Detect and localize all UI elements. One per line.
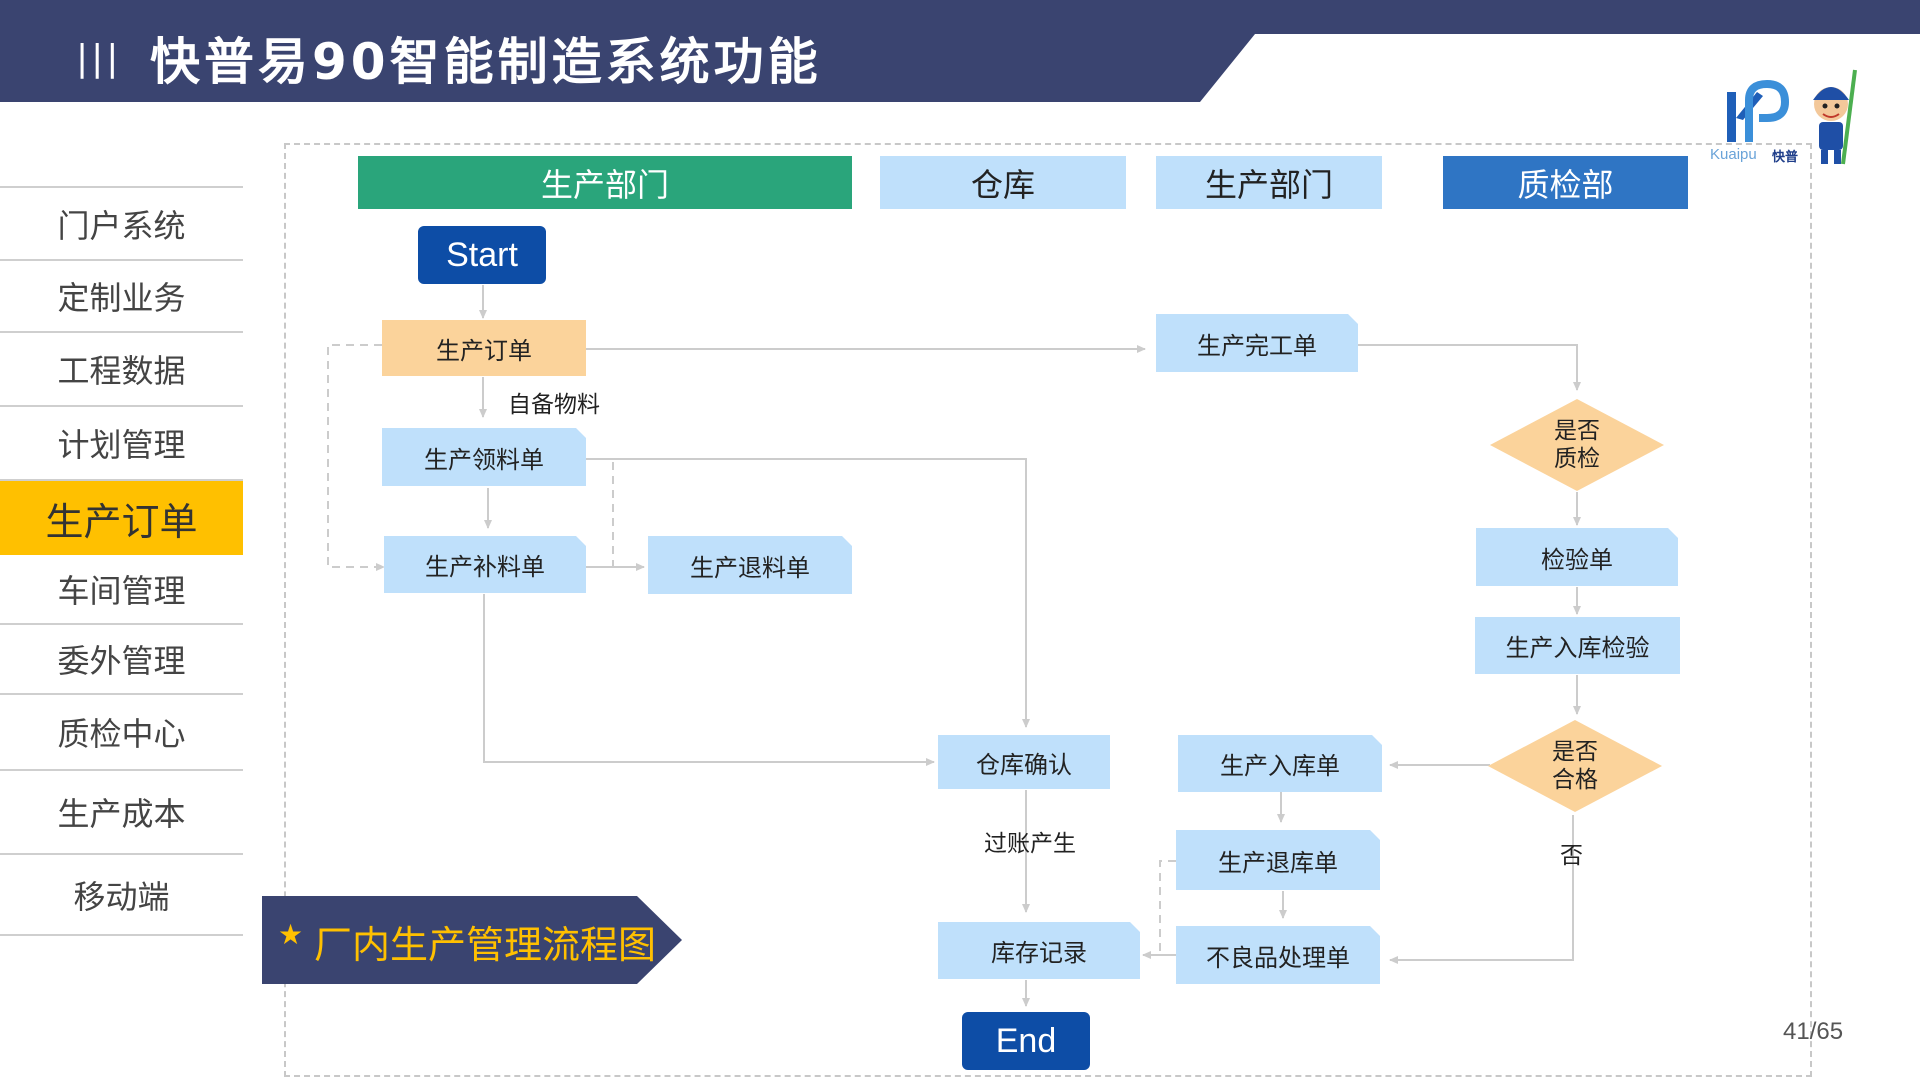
lane-label: 生产部门	[1204, 165, 1333, 204]
kuaipu-logo	[1705, 60, 1875, 170]
qualified-text: 是否 合格	[1488, 720, 1662, 812]
sidebar-item-label: 生产订单	[45, 499, 198, 544]
edge-label-posting: 过账产生	[984, 831, 1076, 857]
banner-title: 厂内生产管理流程图	[314, 923, 657, 967]
sidebar-item-label: 车间管理	[57, 572, 186, 610]
page-number: 41/65	[1783, 1018, 1844, 1045]
lane-production-dept: 生产部门	[358, 156, 852, 209]
sidebar-item-label: 门户系统	[57, 206, 186, 245]
production-order-node[interactable]: 生产订单	[382, 320, 586, 376]
qualified-line-1: 是否	[1552, 739, 1598, 765]
sidebar-item-portal[interactable]: 门户系统	[0, 186, 243, 261]
inspection-order-node[interactable]: 检验单	[1476, 528, 1678, 586]
sidebar-item-label: 委外管理	[57, 642, 186, 680]
lane-warehouse: 仓库	[880, 156, 1126, 209]
lane-label: 生产部门	[540, 165, 669, 204]
lane-label: 仓库	[970, 165, 1035, 204]
sidebar-item-engineering-data[interactable]: 工程数据	[0, 333, 243, 407]
qualified-line-2: 合格	[1552, 767, 1598, 793]
sidebar-item-mobile[interactable]: 移动端	[0, 855, 243, 936]
lane-label: 质检部	[1517, 165, 1614, 204]
title-bars-icon: |||	[76, 38, 122, 79]
sidebar-item-label: 计划管理	[57, 426, 186, 464]
sidebar-item-label: 定制业务	[57, 279, 186, 317]
logo-text: Kuaipu	[1710, 146, 1757, 163]
stock-record-node[interactable]: 库存记录	[938, 922, 1140, 979]
defect-handling-order-node[interactable]: 不良品处理单	[1176, 926, 1380, 984]
page-title: 快普易90智能制造系统功能	[150, 33, 822, 91]
sidebar-item-label: 生产成本	[57, 795, 186, 833]
start-node[interactable]: Start	[418, 226, 546, 284]
return-stock-order-node[interactable]: 生产退库单	[1176, 830, 1380, 890]
diagram-frame	[284, 143, 1812, 1077]
warehouse-confirm-node[interactable]: 仓库确认	[938, 735, 1110, 789]
supplement-order-node[interactable]: 生产补料单	[384, 536, 586, 593]
banner-background	[262, 896, 682, 984]
sidebar-item-label: 质检中心	[57, 715, 186, 753]
section-banner: ★ 厂内生产管理流程图	[262, 896, 682, 984]
qc-needed-diamond[interactable]	[1490, 399, 1664, 491]
sidebar-item-label: 移动端	[73, 877, 170, 916]
qc-needed-line-1: 是否	[1554, 418, 1600, 444]
stock-in-order-node[interactable]: 生产入库单	[1178, 735, 1382, 792]
sidebar-item-production-order[interactable]: 生产订单	[0, 481, 243, 555]
sidebar-item-custom-business[interactable]: 定制业务	[0, 261, 243, 333]
sidebar-item-workshop-management[interactable]: 车间管理	[0, 555, 243, 625]
sidebar-item-plan-management[interactable]: 计划管理	[0, 407, 243, 481]
header-background	[0, 0, 1920, 102]
completion-order-node[interactable]: 生产完工单	[1156, 314, 1358, 372]
lane-production-dept-2: 生产部门	[1156, 156, 1382, 209]
sidebar-item-outsourcing-management[interactable]: 委外管理	[0, 625, 243, 695]
edge-label-self-material: 自备物料	[508, 392, 600, 418]
end-node[interactable]: End	[962, 1012, 1090, 1070]
picking-order-node[interactable]: 生产领料单	[382, 428, 586, 486]
sidebar-item-label: 工程数据	[57, 352, 186, 390]
logo-subtext: 快普	[1772, 150, 1799, 165]
logo-graphic	[1727, 69, 1857, 165]
return-material-order-node[interactable]: 生产退料单	[648, 536, 852, 594]
qualified-diamond[interactable]	[1488, 720, 1662, 812]
sidebar-item-qc-center[interactable]: 质检中心	[0, 695, 243, 771]
warehouse-inspection-node[interactable]: 生产入库检验	[1475, 617, 1680, 674]
header-bar: ||| 快普易90智能制造系统功能	[0, 0, 1920, 102]
qc-needed-line-2: 质检	[1554, 446, 1600, 472]
qc-needed-text: 是否 质检	[1490, 399, 1664, 491]
star-icon: ★	[278, 918, 304, 951]
edge-label-no: 否	[1560, 843, 1583, 869]
lane-qc-dept: 质检部	[1443, 156, 1688, 209]
sidebar-item-production-cost[interactable]: 生产成本	[0, 771, 243, 855]
